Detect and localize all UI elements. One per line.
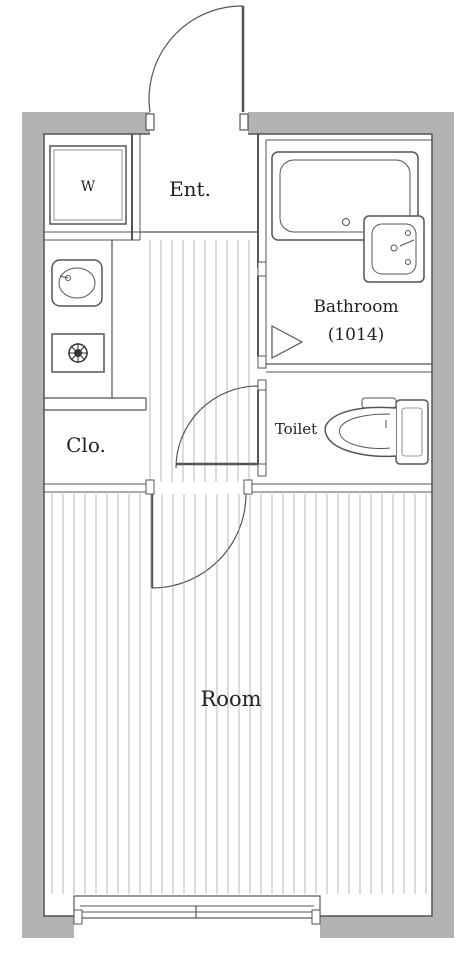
toilet-door: [175, 385, 259, 469]
entrance-walls: [44, 134, 258, 241]
wall-right: [432, 112, 454, 938]
hall-floor: [149, 240, 250, 482]
wall-bottom-right: [320, 916, 454, 938]
bathroom-number: (1014): [328, 325, 385, 345]
inner-wall-outline: [43, 133, 433, 917]
balcony-window: [73, 895, 321, 925]
wall-bottom-left: [22, 916, 74, 938]
room-floor: [51, 494, 427, 894]
toilet-label: Toilet: [275, 420, 317, 438]
room-partition: [44, 479, 432, 495]
stove-burner: [51, 333, 105, 373]
wall-top-right: [248, 112, 454, 134]
closet-label: Clo.: [66, 433, 106, 457]
wash-basin: [363, 215, 425, 283]
bathroom-walls: [257, 134, 432, 477]
washer-box: [49, 145, 127, 225]
bathroom-door: [271, 325, 304, 359]
outer-walls: [22, 112, 454, 938]
room-door: [150, 493, 247, 589]
kitchen-counter: [44, 240, 147, 411]
entrance-door: [145, 5, 249, 131]
wall-left: [22, 112, 44, 938]
washer-inner: [53, 149, 123, 221]
entrance-label: Ent.: [169, 177, 211, 201]
kitchen-sink: [51, 259, 103, 307]
washer-label: W: [81, 179, 96, 195]
bathroom-label: Bathroom: [313, 297, 398, 317]
toilet-fixture: [324, 397, 429, 465]
room-label: Room: [200, 687, 261, 711]
wall-top-left: [22, 112, 150, 134]
